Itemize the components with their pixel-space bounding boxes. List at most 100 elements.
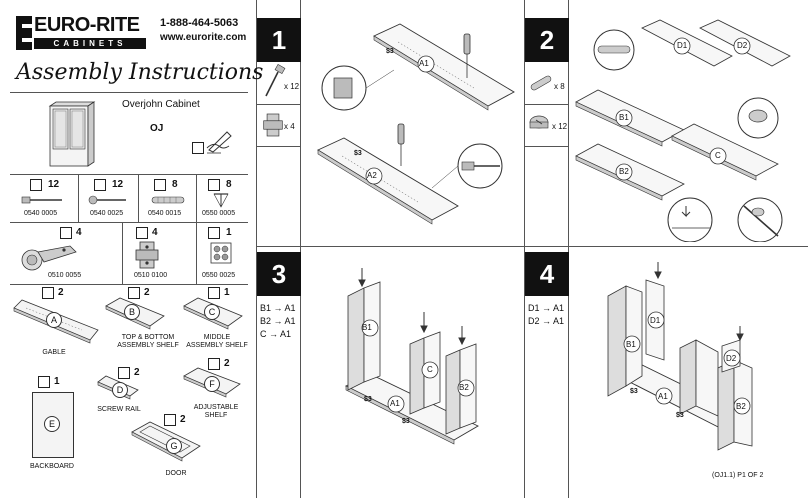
cam-bolt-icon	[21, 196, 62, 204]
step-number: 3	[257, 252, 301, 296]
product-code: OJ	[150, 123, 164, 134]
hardware-item: 1 0550 0025	[196, 224, 248, 284]
panel-label-b2: B2	[459, 383, 469, 392]
part-label: TOP & BOTTOM ASSEMBLY SHELF	[117, 334, 179, 350]
cam-bolt-icon	[265, 64, 286, 97]
checkbox[interactable]	[164, 414, 176, 426]
checkbox[interactable]	[208, 358, 220, 370]
step4-diagram	[607, 262, 753, 451]
checkbox[interactable]	[128, 287, 140, 299]
part-label: ADJUSTABLE SHELF	[193, 404, 239, 420]
hinge-plate-icon	[135, 241, 159, 269]
shelf-pins-icon	[210, 242, 232, 264]
panel-label-b1: B1	[362, 323, 372, 332]
part-letter: G	[166, 438, 182, 454]
nail-icon	[213, 193, 229, 208]
hinge-icon	[21, 245, 77, 271]
phone-number: 1-888-464-5063	[160, 17, 239, 29]
hardware-item: 4 0510 0100	[122, 224, 196, 284]
screw-icon	[88, 195, 126, 205]
part-door	[131, 421, 201, 462]
part-qty: 2	[224, 358, 230, 369]
panel-label-a1: A1	[419, 59, 429, 68]
hardware-code: 0550 0005	[202, 210, 236, 217]
checkbox[interactable]	[208, 287, 220, 299]
panel-label-d1: D1	[677, 41, 688, 50]
step-number: 2	[525, 18, 569, 62]
part-label: MIDDLE ASSEMBLY SHELF	[186, 334, 248, 350]
hardware-qty: 4	[152, 227, 158, 238]
brand-logo: EURO-RITE CABINETS	[16, 14, 146, 54]
panel-label-s3: $3	[386, 48, 394, 55]
checkbox-product[interactable]	[192, 142, 204, 154]
part-letter: D	[112, 382, 128, 398]
hardware-qty: 4	[76, 227, 82, 238]
hardware-code: 0510 0055	[48, 272, 82, 279]
checkbox[interactable]	[30, 179, 42, 191]
assignment-row: C → A1	[260, 329, 292, 339]
step-hardware-qty: x 8	[554, 82, 565, 91]
dowel-icon	[530, 75, 552, 91]
checkbox[interactable]	[42, 287, 54, 299]
page-title: Assembly Instructions	[16, 60, 264, 85]
hardware-qty: 8	[172, 179, 178, 190]
panel-label-b2: B2	[736, 402, 746, 411]
panel-label-s3: $3	[630, 388, 638, 395]
hardware-code: 0540 0005	[24, 210, 58, 217]
panel-label-b1: B1	[626, 340, 636, 349]
part-qty: 2	[180, 414, 186, 425]
panel-label-s3: $3	[364, 396, 372, 403]
checkbox[interactable]	[208, 227, 220, 239]
hardware-qty: 12	[112, 179, 124, 190]
hardware-item: 12 0540 0005	[10, 176, 78, 222]
hardware-code: 0550 0025	[202, 272, 236, 279]
website: www.eurorite.com	[160, 32, 247, 43]
step3-diagram	[344, 268, 479, 445]
panel-label-d2: D2	[726, 354, 737, 363]
brand-subtitle: CABINETS	[34, 38, 146, 49]
part-qty: 1	[54, 376, 60, 387]
step-hardware-qty: x 12	[284, 82, 300, 91]
hardware-qty: 8	[226, 179, 232, 190]
panel-label-a1: A1	[658, 392, 668, 401]
panel-label-a1: A1	[390, 399, 400, 408]
assignment-row: D1 → A1	[528, 303, 565, 313]
panel-label-b1: B1	[619, 113, 629, 122]
checkbox[interactable]	[38, 376, 50, 388]
step2-diagram	[575, 19, 791, 242]
part-qty: 2	[58, 287, 64, 298]
part-label: SCREW RAIL	[97, 406, 141, 413]
checkbox[interactable]	[208, 179, 220, 191]
hardware-qty: 1	[226, 227, 232, 238]
panel-label-s3: $3	[354, 150, 362, 157]
dowel-icon	[151, 196, 185, 204]
checkbox[interactable]	[94, 179, 106, 191]
checkbox[interactable]	[118, 367, 130, 379]
assignment-list: B1 → A1 B2 → A1 C → A1	[260, 302, 296, 341]
part-letter: B	[124, 304, 140, 320]
hardware-item: 4 0510 0055	[10, 224, 122, 284]
part-label: BACKBOARD	[30, 463, 74, 470]
step-hardware-qty: x 12	[552, 122, 568, 131]
step-hardware-qty: x 4	[284, 122, 295, 131]
part-qty: 2	[144, 287, 150, 298]
assignment-row: D2 → A1	[528, 316, 565, 326]
assignment-row: B1 → A1	[260, 303, 296, 313]
part-label: DOOR	[165, 470, 187, 477]
panel-label-s3: $3	[676, 412, 684, 419]
hardware-code: 0510 0100	[134, 272, 168, 279]
panel-label-s3: $3	[402, 418, 410, 425]
checkbox[interactable]	[60, 227, 72, 239]
assignment-list: D1 → A1 D2 → A1	[528, 302, 564, 328]
hardware-code: 0540 0025	[90, 210, 124, 217]
brand-name: EURO-RITE	[34, 14, 140, 36]
hinge-plate-icon	[263, 113, 283, 137]
cam-lock-icon	[529, 115, 549, 129]
checkbox[interactable]	[154, 179, 166, 191]
panel-label-a2: A2	[367, 171, 377, 180]
checkbox[interactable]	[136, 227, 148, 239]
assignment-row: B2 → A1	[260, 316, 296, 326]
step-number: 4	[525, 252, 569, 296]
product-name: Overjohn Cabinet	[122, 99, 200, 110]
panel-label-d2: D2	[737, 41, 748, 50]
